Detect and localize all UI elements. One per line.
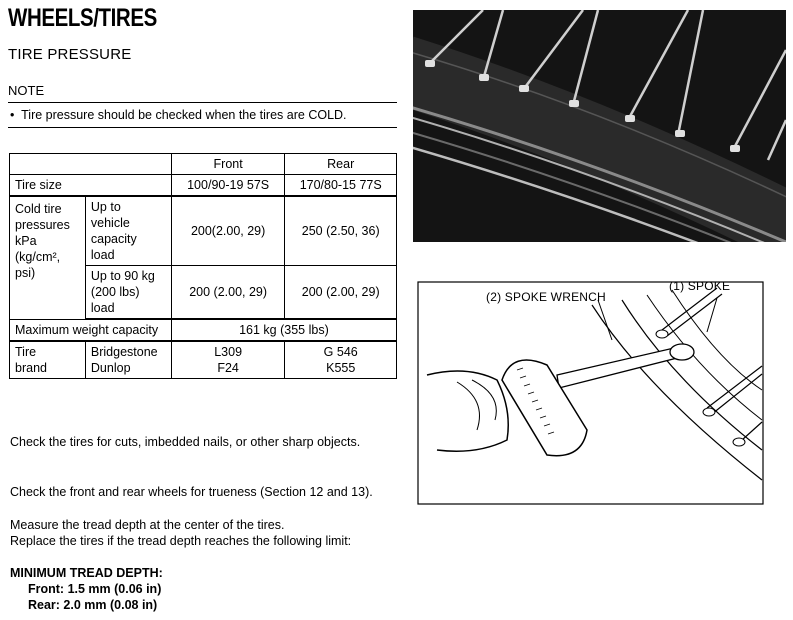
cold-pressure-label: Cold tire pressures kPa (kg/cm², psi) [9, 195, 86, 320]
pressure-full-front: 200(2.00, 29) [170, 195, 286, 266]
note-body: Tire pressure should be checked when the… [21, 108, 347, 122]
table-header-blank [9, 153, 172, 175]
table-row-pressure-full-load: Cold tire pressures kPa (kg/cm², psi) Up… [9, 195, 397, 320]
note-label: NOTE [8, 83, 45, 98]
column-header-front: Front [170, 153, 286, 175]
callout-spoke-wrench: (2) SPOKE WRENCH [486, 290, 606, 304]
max-weight-value: 161 kg (355 lbs) [170, 318, 398, 342]
table-header-row: Front Rear [9, 153, 397, 175]
tire-brand-front: L309 F24 [170, 340, 286, 379]
tire-spec-table: Front Rear Tire size 100/90-19 57S 170/8… [9, 153, 398, 379]
pressure-90kg-front: 200 (2.00, 29) [170, 265, 286, 320]
min-tread-title: MINIMUM TREAD DEPTH: [10, 566, 163, 580]
instruction-replace-tires: Replace the tires if the tread depth rea… [10, 534, 352, 548]
page-title: WHEELS/TIRES [8, 4, 157, 32]
note-bullet: • [10, 108, 15, 122]
instruction-measure-tread: Measure the tread depth at the center of… [10, 518, 285, 532]
table-row-max-weight: Maximum weight capacity 161 kg (355 lbs) [9, 318, 398, 342]
note-rule-top [8, 102, 397, 103]
load-condition-90kg: Up to 90 kg (200 lbs) load [84, 265, 172, 320]
section-title: TIRE PRESSURE [8, 46, 132, 63]
column-header-rear: Rear [284, 153, 397, 175]
max-weight-label: Maximum weight capacity [9, 318, 172, 342]
note-rule-bottom [8, 127, 397, 128]
spoke-wrench-illustration [417, 281, 764, 505]
min-tread-rear: Rear: 2.0 mm (0.08 in) [28, 598, 158, 612]
table-row-tire-brand: Tire brand Bridgestone Dunlop L309 F24 G… [9, 340, 397, 379]
tire-brand-rear: G 546 K555 [284, 340, 397, 379]
instruction-check-cuts: Check the tires for cuts, imbedded nails… [10, 435, 361, 449]
tire-size-label: Tire size [9, 174, 172, 197]
wheel-spoke-photo [413, 10, 786, 242]
callout-spoke: (1) SPOKE [669, 279, 731, 293]
table-row-tire-size: Tire size 100/90-19 57S 170/80-15 77S [9, 174, 397, 197]
load-condition-full: Up to vehicle capacity load [84, 195, 172, 266]
tire-size-rear: 170/80-15 77S [284, 174, 397, 197]
min-tread-front: Front: 1.5 mm (0.06 in) [28, 582, 162, 596]
table-row-pressure-90kg: Up to 90 kg (200 lbs) load 200 (2.00, 29… [10, 265, 397, 320]
tire-brand-label: Tire brand [9, 340, 86, 379]
instruction-check-trueness: Check the front and rear wheels for true… [10, 485, 373, 499]
tire-size-front: 100/90-19 57S [170, 174, 286, 197]
pressure-90kg-rear: 200 (2.00, 29) [284, 265, 397, 320]
pressure-full-rear: 250 (2.50, 36) [284, 195, 397, 266]
note-text: • Tire pressure should be checked when t… [10, 108, 347, 122]
tire-brand-names: Bridgestone Dunlop [84, 340, 172, 379]
